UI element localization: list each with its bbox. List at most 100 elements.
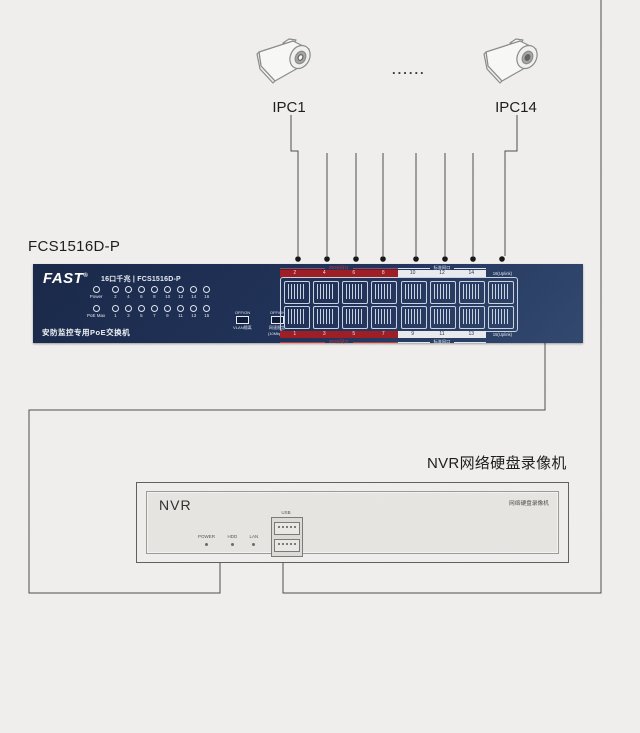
bullet-camera-icon [483,38,538,84]
wire-ipc1-to-switch [290,115,299,256]
nvr-callout-label: NVR网络硬盘录像机 [427,455,567,472]
brand-text: FAST [43,270,84,287]
omitted-cameras-ellipsis: ...... [392,62,426,77]
led-column: 10 [161,286,174,300]
led-column: 11 [174,305,187,319]
led-number-label: 12 [177,294,184,300]
nvr-led-label: HDD [227,534,238,540]
red-band-bottom: 1 3 5 7 [280,331,398,338]
led-number-label: 5 [140,313,143,319]
led-column: PoE Max [83,305,109,319]
led-row-label: PoE Max [86,313,106,319]
rj45-port-icon [429,306,456,329]
nvr-led-dot-icon [230,543,234,546]
rj45-port-icon [459,281,486,304]
wire-port-dots [295,256,505,262]
usb-port-icon [274,522,300,535]
rj45-port-icon [400,281,427,304]
led-number-label: 15 [203,313,210,319]
port-number-label: 12 [439,270,445,276]
red-band-top: 2 4 6 8 [280,270,398,277]
nvr-led-label: LAN [249,534,258,540]
switch-callout-label: FCS1516D-P [28,238,121,255]
red-group-bracket-bottom: 250米网口 [280,338,398,344]
led-number-label: 2 [114,294,117,300]
led-column: 1 [109,305,122,319]
ipc1-device: IPC1 [253,36,325,116]
led-dot-icon [177,286,184,293]
port-number-label: 10 [409,270,416,276]
led-column: 15 [200,305,213,319]
wire-ipc14-to-switch [504,115,518,256]
port-number-label: 13 [468,331,475,337]
led-dot-icon [125,286,132,293]
port-number-label: 9 [411,331,415,337]
led-number-label: 7 [153,313,156,319]
rj45-port-icon [312,306,339,329]
switch-tagline: 安防监控专用PoE交换机 [42,328,131,337]
led-dot-icon [151,286,158,293]
ipc1-label: IPC1 [272,99,306,116]
rj45-port-icon [342,306,369,329]
led-column: 7 [148,305,161,319]
port-number-label: 2 [293,270,297,276]
led-column: 9 [161,305,174,319]
port-number-label: 8 [381,270,385,276]
led-column: 12 [174,286,187,300]
rj45-port-icon [371,306,398,329]
usb-port-block: USB [271,510,303,557]
nvr-led-block: POWER HDD LAN [197,534,258,546]
port-number-label: 1 [293,331,297,337]
port-row-bottom [282,306,516,329]
rj45-port-icon [429,281,456,304]
led-dot-icon [138,305,145,312]
led-number-label: 4 [127,294,130,300]
led-dot-icon [177,305,184,312]
dip-toggle-icon [235,316,249,324]
rj45-port-icon [459,306,486,329]
port-number-label: 11 [439,331,445,337]
usb-port-icon [274,539,300,552]
rj45-port-icon [312,281,339,304]
dip-label: VLAN隔离 [232,325,252,330]
port-number-label: 3 [322,331,326,337]
rj45-port-icon [283,281,310,304]
led-column: 13 [187,305,200,319]
nvr-led-dot-icon [204,543,208,546]
nvr-led-label: POWER [197,534,215,540]
led-column: Power [83,286,109,300]
led-column: 8 [148,286,161,300]
led-column: 14 [187,286,200,300]
led-number-label: 3 [127,313,130,319]
led-column: 5 [135,305,148,319]
led-number-label: 10 [164,294,171,300]
led-number-label: 9 [166,313,169,319]
led-dot-icon [151,305,158,312]
port-number-label: 6 [352,270,356,276]
led-dot-icon [164,286,171,293]
led-dot-icon [112,286,119,293]
port-number-label: 5 [352,331,356,337]
led-number-label: 6 [140,294,143,300]
nvr-name-label: NVR [159,497,192,513]
white-band-top: 10 12 14 [398,270,486,277]
nvr-led-dot-icon [252,543,256,546]
led-number-label: 14 [190,294,197,300]
led-number-label: 1 [114,313,117,319]
port-number-label: 14 [468,270,475,276]
led-dot-icon [92,286,100,293]
led-dot-icon [112,305,119,312]
led-number-label: 13 [190,313,197,319]
port-row-top [282,281,516,304]
nvr-led: POWER [197,534,216,546]
port-number-label: 7 [381,331,385,337]
bullet-camera-icon [256,38,311,84]
led-column: 4 [122,286,135,300]
usb-ports-icon [271,517,303,557]
rj45-port-icon [283,306,310,329]
led-column: 16 [200,286,213,300]
rj45-port-icon [371,281,398,304]
port-number-label: 4 [322,270,326,276]
